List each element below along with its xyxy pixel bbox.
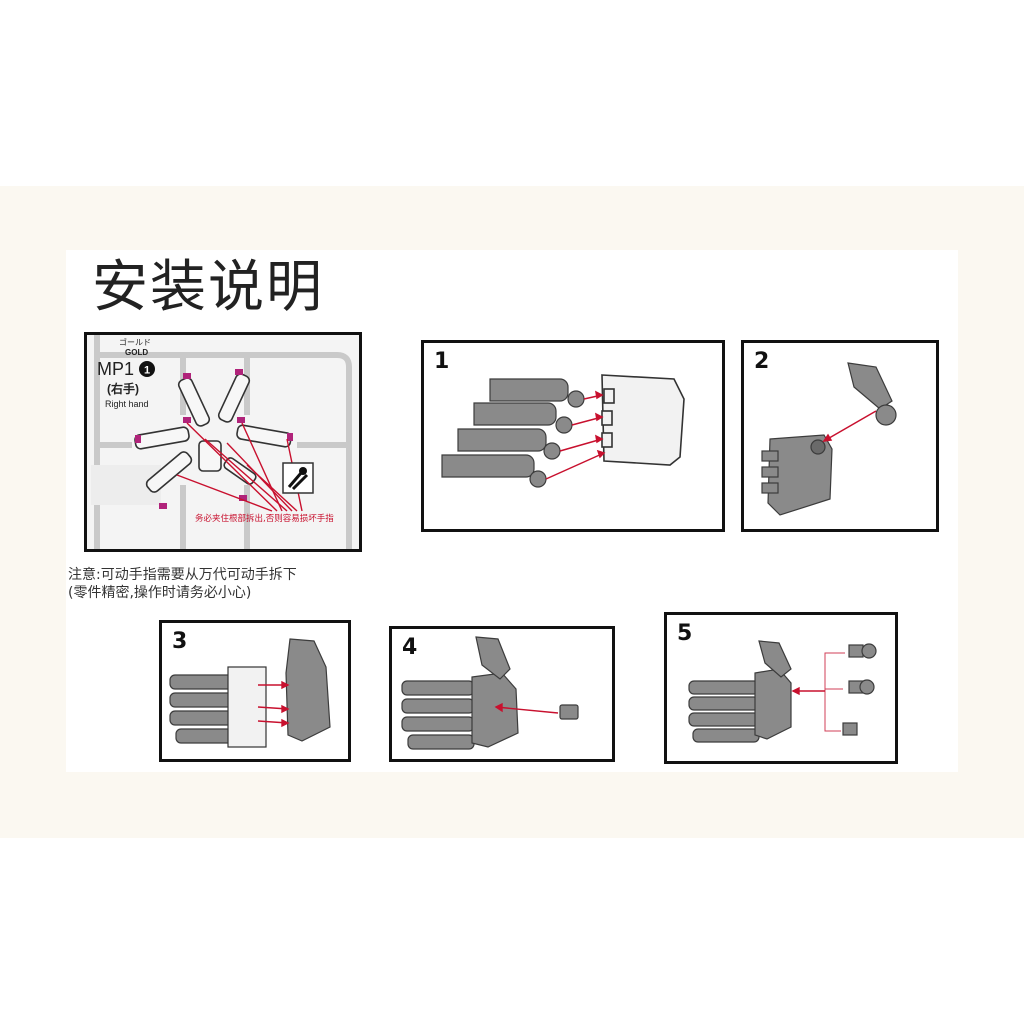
- brand-label: GOLD: [125, 348, 148, 357]
- part-number: 1: [144, 365, 150, 377]
- step-3-panel: 3: [159, 620, 351, 762]
- step-4-number: 4: [402, 635, 418, 660]
- step-1-panel: 1: [421, 340, 725, 532]
- nipper-icon: [282, 462, 314, 494]
- step-1-number: 1: [434, 349, 450, 374]
- step-5-illustration: [688, 640, 877, 743]
- step-5-number: 5: [677, 621, 693, 646]
- warning-label: 务必夹住根部拆出,否则容易损坏手指: [195, 513, 334, 524]
- step-2-illustration: [761, 362, 897, 516]
- note-text: 注意:可动手指需要从万代可动手拆下 (零件精密,操作时请务必小心): [68, 566, 297, 602]
- brand-kana: ゴールド: [119, 337, 151, 347]
- sprue-panel: ゴールド GOLD MP1 1 (右手) Right hand 务必夹住根部拆出…: [84, 332, 362, 552]
- hand-en-label: Right hand: [105, 399, 149, 409]
- step-5-panel: 5: [664, 612, 898, 764]
- note-line-2: (零件精密,操作时请务必小心): [68, 585, 252, 601]
- step-4-illustration: [401, 636, 579, 750]
- step-3-illustration: [169, 638, 331, 748]
- note-line-1: 注意:可动手指需要从万代可动手拆下: [68, 567, 297, 583]
- sprue-illustration: ゴールド GOLD MP1 1 (右手) Right hand 务必夹住根部拆出…: [91, 335, 352, 549]
- page-title: 安装说明: [92, 255, 324, 320]
- step-1-illustration: [441, 374, 685, 488]
- part-number-badge: [139, 361, 155, 377]
- step-2-number: 2: [754, 349, 770, 374]
- step-4-panel: 4: [389, 626, 615, 762]
- step-2-panel: 2: [741, 340, 939, 532]
- hand-cn-label: (右手): [107, 381, 139, 396]
- step-3-number: 3: [172, 629, 188, 654]
- part-code: MP1: [97, 359, 134, 379]
